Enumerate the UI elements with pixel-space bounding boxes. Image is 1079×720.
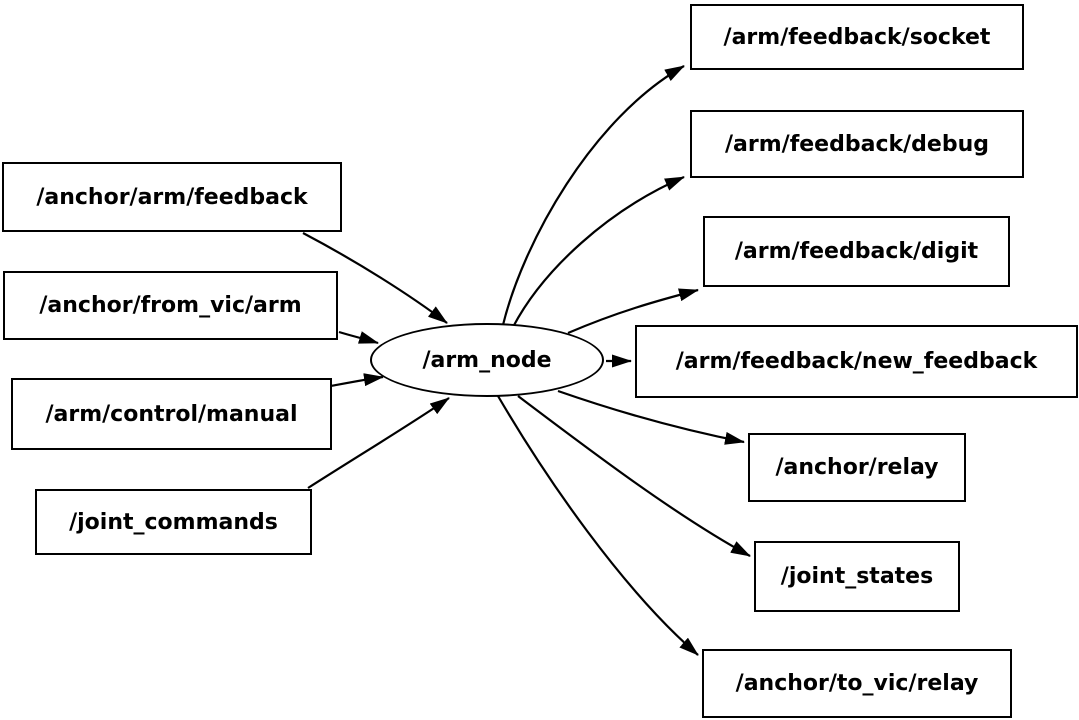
topic-node-joint-commands: /joint_commands	[35, 489, 312, 555]
topic-node-anchor-arm-feedback: /anchor/arm/feedback	[2, 162, 342, 232]
topic-label: /anchor/arm/feedback	[36, 184, 308, 210]
edge-anchor-from-vic-arm-to-arm-node	[338, 330, 379, 345]
edge-arm-node-to-arm-feedback-debug	[512, 175, 685, 328]
topic-label: /anchor/relay	[775, 455, 939, 480]
topic-label: /joint_commands	[69, 509, 278, 535]
topic-label: /arm/feedback/socket	[723, 24, 991, 50]
topic-node-arm-feedback-new-feedback: /arm/feedback/new_feedback	[635, 325, 1078, 398]
topic-node-anchor-relay: /anchor/relay	[748, 433, 966, 502]
topic-node-arm-feedback-debug: /arm/feedback/debug	[690, 110, 1024, 178]
edge-arm-node-to-joint-states	[517, 395, 751, 557]
node-label: /arm_node	[422, 347, 552, 373]
topic-label: /joint_states	[780, 564, 934, 589]
topic-node-anchor-from-vic-arm: /anchor/from_vic/arm	[3, 271, 338, 340]
edge-joint-commands-to-arm-node	[307, 397, 450, 489]
edge-anchor-arm-feedback-to-arm-node	[302, 232, 448, 324]
edge-arm-node-to-arm-feedback-socket	[501, 65, 685, 326]
edge-arm-node-to-anchor-to-vic-relay	[497, 395, 699, 656]
topic-label: /arm/feedback/debug	[725, 131, 989, 157]
topic-node-arm-feedback-socket: /arm/feedback/socket	[690, 4, 1024, 70]
topic-node-anchor-to-vic-relay: /anchor/to_vic/relay	[702, 649, 1012, 718]
topic-node-arm-feedback-digit: /arm/feedback/digit	[703, 216, 1010, 287]
ros-node-arm-node: /arm_node	[370, 323, 604, 397]
edge-arm-node-to-anchor-relay	[557, 389, 745, 445]
topic-label: /arm/feedback/new_feedback	[675, 349, 1038, 374]
topic-node-joint-states: /joint_states	[754, 541, 960, 612]
topic-label: /anchor/from_vic/arm	[39, 293, 302, 318]
topic-label: /arm/feedback/digit	[734, 239, 979, 264]
edge-arm-node-to-arm-feedback-digit	[567, 288, 699, 335]
topic-label: /arm/control/manual	[45, 401, 298, 427]
topic-label: /anchor/to_vic/relay	[735, 671, 979, 696]
topic-node-arm-control-manual: /arm/control/manual	[11, 378, 332, 450]
edge-arm-control-manual-to-arm-node	[330, 373, 384, 388]
